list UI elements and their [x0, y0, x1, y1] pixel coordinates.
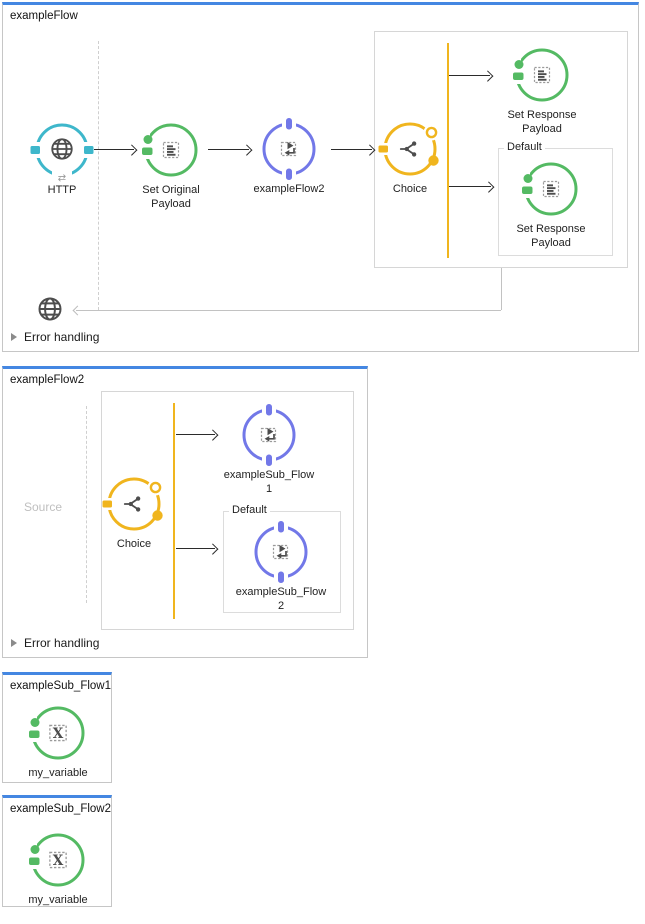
set-payload-icon	[519, 157, 583, 221]
flow-container-exampleflow[interactable]: exampleFlow Default HTTP Set Original Pa…	[2, 2, 639, 352]
response-connector-line	[501, 268, 502, 310]
source-divider-line	[98, 41, 99, 310]
node-set-response-payload-2[interactable]: Set Response Payload	[503, 157, 599, 251]
flow-connector-arrow	[208, 149, 249, 150]
node-subflow-reference-2[interactable]: exampleSub_Flow 2	[233, 520, 329, 614]
choice-icon	[378, 117, 442, 181]
node-label: exampleSub_Flow 2	[235, 586, 327, 612]
flow-reference-icon	[257, 117, 321, 181]
flow-connector-arrow	[93, 149, 134, 150]
error-handling-toggle[interactable]: Error handling	[11, 330, 99, 344]
default-scope-label: Default	[504, 141, 545, 153]
node-label: Set Response Payload	[516, 223, 586, 249]
node-label: HTTP	[47, 184, 77, 196]
flow-container-examplesub-flow2[interactable]: exampleSub_Flow2 my_variable	[2, 795, 112, 907]
flow-container-examplesub-flow1[interactable]: exampleSub_Flow1 my_variable	[2, 672, 112, 783]
node-set-response-payload-1[interactable]: Set Response Payload	[494, 43, 590, 137]
flow-title: exampleSub_Flow1	[10, 680, 112, 692]
flow-container-exampleflow2[interactable]: exampleFlow2 Source Default Choice examp…	[2, 366, 368, 658]
node-flow-reference[interactable]: exampleFlow2	[241, 117, 337, 197]
choice-icon	[102, 472, 166, 536]
flow-reference-icon	[249, 520, 313, 584]
response-connector-line	[76, 310, 501, 311]
http-connector-icon	[30, 118, 94, 182]
node-set-original-payload[interactable]: Set Original Payload	[123, 118, 219, 212]
response-connector-arrowhead	[72, 305, 83, 315]
expand-triangle-icon	[11, 333, 17, 341]
node-label: Choice	[392, 183, 428, 195]
source-placeholder: Source	[24, 500, 63, 514]
expand-triangle-icon	[11, 639, 17, 647]
flow-title: exampleFlow2	[10, 374, 85, 386]
flow-title: exampleSub_Flow2	[10, 803, 112, 815]
node-subflow-reference-1[interactable]: exampleSub_Flow 1	[221, 403, 317, 497]
node-label: exampleFlow2	[253, 183, 325, 195]
node-http-listener[interactable]: HTTP	[14, 118, 110, 198]
node-choice-router[interactable]: Choice	[86, 472, 182, 552]
choice-router-line	[173, 403, 175, 619]
node-label: Set Original Payload	[142, 184, 200, 210]
node-label: exampleSub_Flow 1	[223, 469, 315, 495]
node-set-variable[interactable]: my_variable	[10, 828, 106, 908]
globe-icon	[36, 295, 64, 323]
http-response-endpoint[interactable]	[36, 295, 64, 328]
node-label: Choice	[116, 538, 152, 550]
choice-branch-arrow	[449, 75, 490, 76]
set-variable-icon	[26, 701, 90, 765]
set-payload-icon	[510, 43, 574, 107]
source-divider-line	[86, 406, 87, 603]
set-variable-icon	[26, 828, 90, 892]
default-scope-label: Default	[229, 504, 270, 516]
choice-branch-arrow	[176, 434, 215, 435]
node-set-variable[interactable]: my_variable	[10, 701, 106, 781]
node-choice-router[interactable]: Choice	[362, 117, 458, 197]
error-handling-label: Error handling	[24, 636, 100, 650]
node-label: my_variable	[28, 767, 88, 779]
node-label: my_variable	[28, 894, 88, 906]
error-handling-toggle[interactable]: Error handling	[11, 636, 99, 650]
error-handling-label: Error handling	[24, 330, 100, 344]
set-payload-icon	[139, 118, 203, 182]
node-label: Set Response Payload	[507, 109, 577, 135]
flow-reference-icon	[237, 403, 301, 467]
choice-default-arrow	[176, 548, 215, 549]
flow-title: exampleFlow	[10, 10, 78, 22]
choice-default-arrow	[449, 186, 491, 187]
choice-router-line	[447, 43, 449, 258]
flow-connector-arrow	[331, 149, 372, 150]
